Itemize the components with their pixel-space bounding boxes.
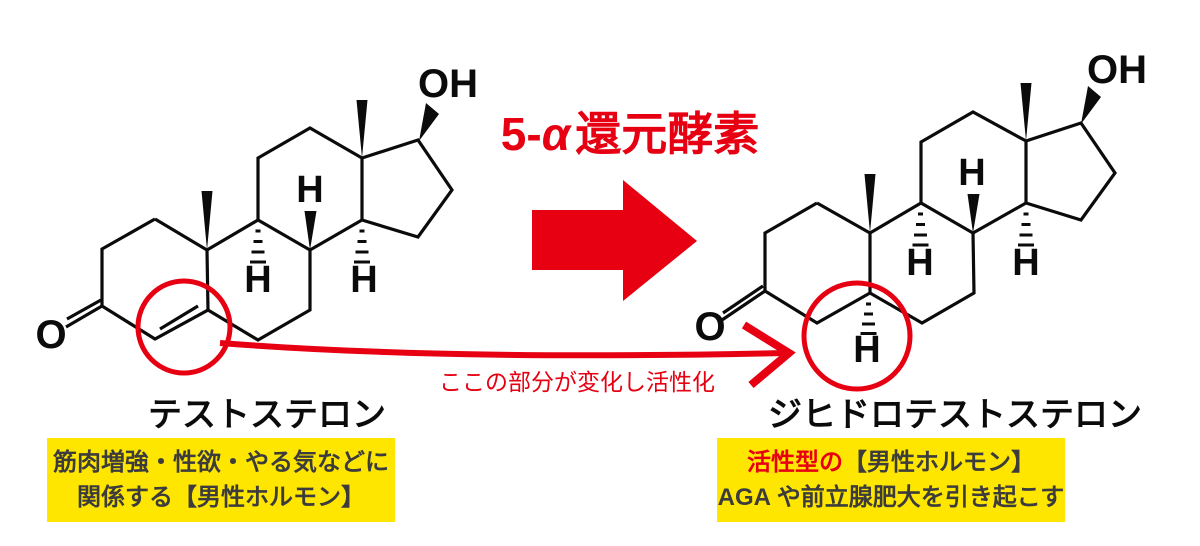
right-highlight-circle	[801, 280, 913, 392]
connector-line	[219, 340, 787, 359]
hash-bond-c9	[250, 229, 266, 264]
hydrogen-label: H	[244, 259, 271, 301]
hydrogen-wedge-c8	[967, 194, 980, 233]
oxygen-label: O	[694, 305, 725, 349]
methyl-wedge-c10	[864, 174, 876, 233]
enzyme-prefix: 5-	[500, 108, 542, 160]
note-highlight: 活性型の	[747, 449, 843, 476]
testosterone-structure: O OH H H H	[35, 62, 478, 357]
enzyme-suffix: 還元酵素	[575, 108, 760, 160]
note-line: 活性型の【男性ホルモン】	[717, 445, 1065, 480]
dht-title: ジヒドロテストステロン	[768, 396, 1142, 434]
change-annotation: ここの部分が変化し活性化	[439, 369, 715, 395]
hydroxyl-wedge	[1081, 86, 1101, 124]
hydrogen-label: H	[1012, 242, 1039, 284]
note-line1-rest: 【男性ホルモン】	[843, 449, 1035, 476]
connector-arrowhead-icon	[741, 321, 796, 389]
hydroxyl-label: OH	[418, 62, 478, 106]
hash-bond-c14	[354, 229, 370, 264]
hydrogen-wedge-c8	[304, 211, 317, 250]
methyl-wedge-c13	[356, 100, 368, 158]
hash-bond-c14	[1018, 212, 1034, 247]
left-highlight-circle	[135, 278, 233, 376]
hash-bond-c5	[860, 302, 877, 335]
hydrogen-label: H	[958, 152, 985, 194]
hydrogen-label: H	[853, 329, 880, 371]
testosterone-note: 筋肉増強・性欲・やる気などに 関係する【男性ホルモン】	[47, 438, 395, 522]
hydrogen-label: H	[906, 242, 933, 284]
oxygen-label: O	[35, 313, 66, 357]
dht-structure: O OH H H H H	[694, 48, 1147, 371]
dht-note: 活性型の【男性ホルモン】 AGA や前立腺肥大を引き起こす	[717, 438, 1065, 522]
methyl-wedge-c13	[1020, 83, 1032, 141]
hash-bond-c9	[912, 212, 929, 247]
bond-lines	[721, 110, 1117, 325]
note-line: 筋肉増強・性欲・やる気などに	[53, 449, 389, 476]
hydrogen-label: H	[296, 169, 323, 211]
hydrogen-label: H	[350, 259, 377, 301]
conversion-arrow-icon	[532, 180, 697, 301]
enzyme-alpha: α	[541, 108, 571, 160]
bond-lines	[65, 126, 454, 342]
note-line: 関係する【男性ホルモン】	[77, 484, 365, 511]
methyl-wedge-c10	[201, 191, 213, 250]
hydroxyl-label: OH	[1087, 48, 1147, 92]
note-line: AGA や前立腺肥大を引き起こす	[717, 484, 1065, 511]
hydroxyl-wedge	[419, 103, 439, 141]
testosterone-title: テストステロン	[148, 396, 386, 434]
